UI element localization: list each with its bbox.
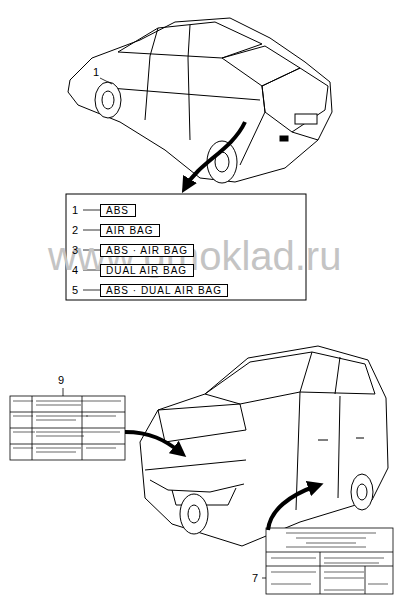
- badge-text: ABS · AIR BAG: [106, 245, 188, 256]
- callout-number: 2: [72, 224, 78, 236]
- rear-car: [68, 18, 332, 183]
- badge-text: AIR BAG: [106, 225, 154, 236]
- callout-number: 3: [72, 244, 78, 256]
- model-badge: ABS · DUAL AIR BAG: [100, 284, 228, 297]
- model-badge: ABS · AIR BAG: [100, 244, 194, 257]
- callout-number: 7: [252, 572, 258, 584]
- pointer-arrow: [186, 122, 245, 186]
- callout-number: 1: [72, 204, 78, 216]
- model-badge: ABS: [100, 204, 136, 217]
- pointer-arrow: [268, 486, 316, 530]
- front-car: [140, 346, 388, 546]
- watermark: www.gmoklad.ru: [48, 234, 341, 278]
- callout-number: 4: [72, 264, 78, 276]
- badge-text: ABS: [106, 205, 130, 216]
- badge-text: DUAL AIR BAG: [106, 265, 188, 276]
- label-sticker: [266, 528, 393, 594]
- callout-number: 1: [93, 66, 99, 78]
- badge-text: ABS · DUAL AIR BAG: [106, 285, 222, 296]
- model-badge: DUAL AIR BAG: [100, 264, 194, 277]
- label-sticker: [10, 396, 125, 460]
- pointer-arrow: [125, 432, 180, 452]
- model-badge: AIR BAG: [100, 224, 160, 237]
- callout-number: 9: [58, 374, 64, 386]
- callout-number: 5: [72, 284, 78, 296]
